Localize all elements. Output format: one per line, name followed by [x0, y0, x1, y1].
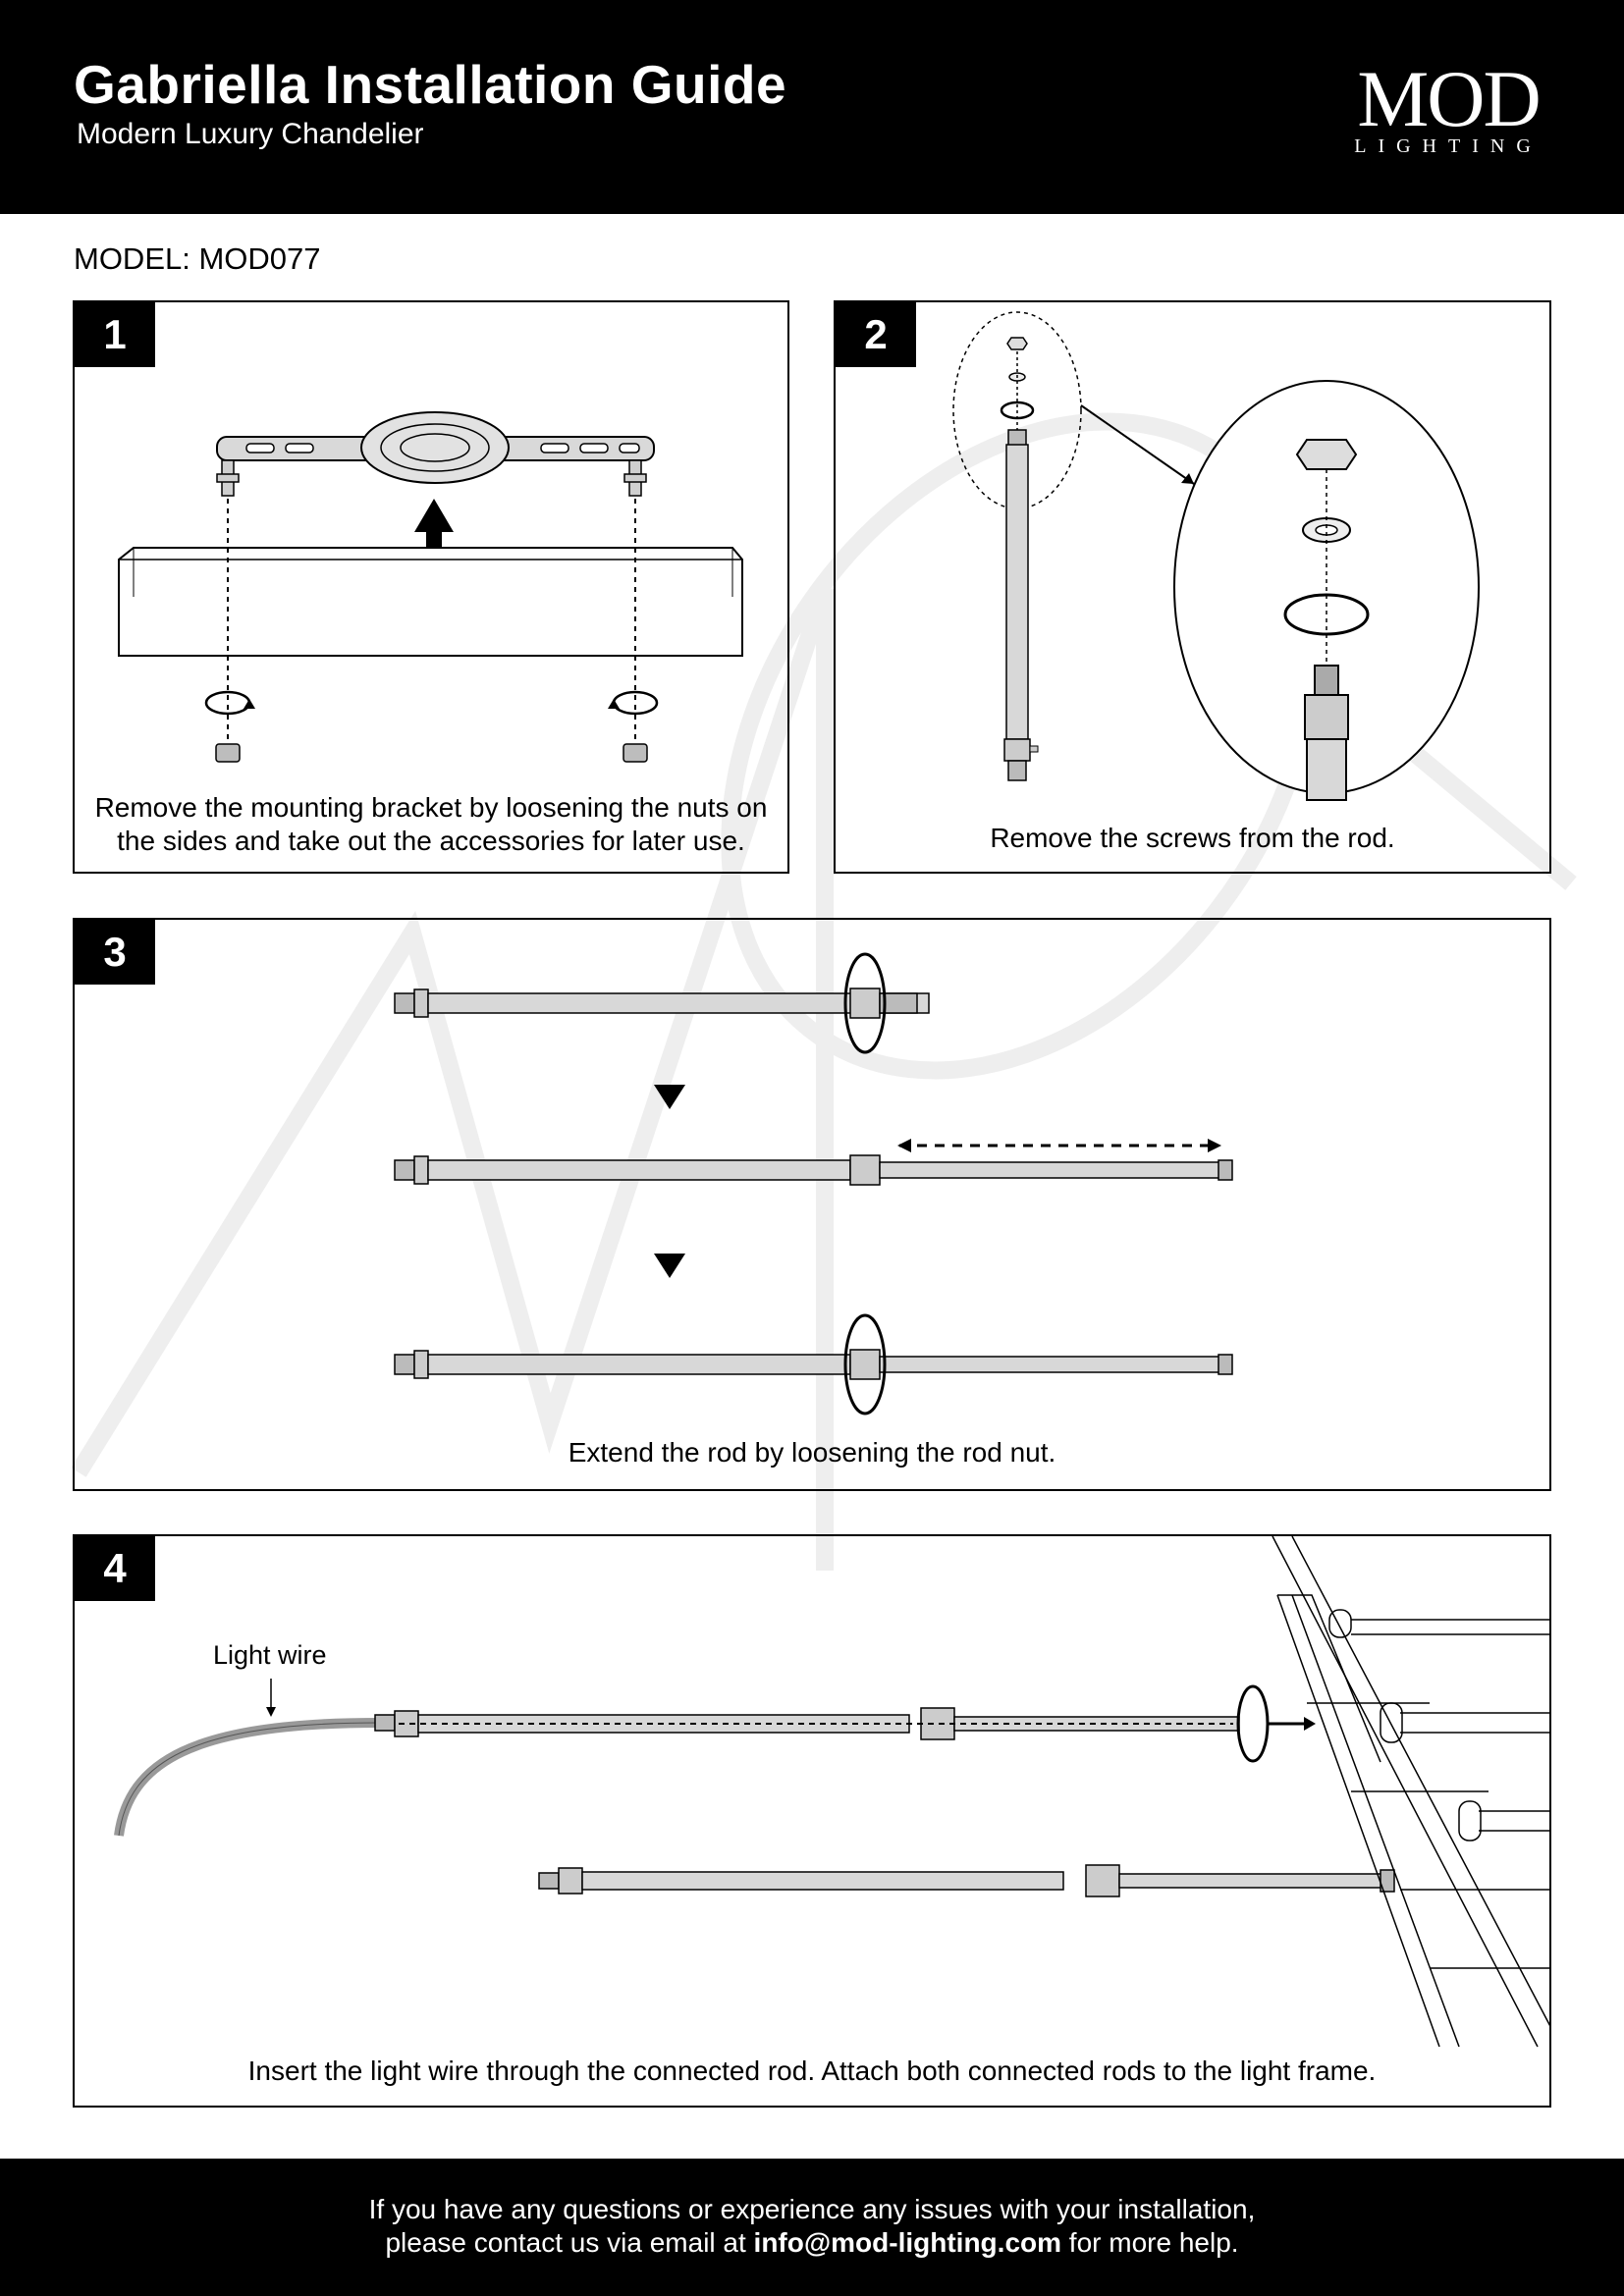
step-3-caption: Extend the rod by loosening the rod nut.: [568, 1437, 1056, 1468]
logo-sub-text: LIGHTING: [1354, 135, 1543, 157]
step-2-illustration: [952, 311, 1480, 801]
step-1-illustration: [118, 411, 743, 744]
step-1-caption: Remove the mounting bracket by loosening…: [94, 792, 768, 856]
rotate-arrow-icon: [843, 1313, 887, 1415]
page-title: Gabriella Installation Guide: [74, 54, 787, 115]
step-3-panel: 3: [73, 918, 1551, 1491]
footer-line-2: please contact us via email at info@mod-…: [385, 2227, 1239, 2258]
logo-main-text: MOD: [1357, 54, 1539, 143]
down-triangle-icon: [654, 1254, 685, 1278]
step-4-illustration: [114, 1536, 1549, 2048]
step-number: 3: [75, 920, 155, 985]
page-subtitle: Modern Luxury Chandelier: [77, 118, 424, 150]
down-triangle-icon: [654, 1085, 685, 1109]
page-footer: If you have any questions or experience …: [0, 2159, 1624, 2296]
step-4-panel: 4 Light wire: [73, 1534, 1551, 2108]
step-3-illustration: [394, 952, 1233, 1415]
rotate-arrow-icon: [204, 690, 659, 716]
rotate-arrow-icon: [1236, 1684, 1270, 1763]
rotate-arrow-icon: [843, 952, 887, 1054]
step-4-caption: Insert the light wire through the connec…: [247, 2056, 1377, 2086]
step-number: 1: [75, 302, 155, 367]
canopy: [118, 547, 743, 657]
step-2-panel: 2 Remove the screws from the rod.: [834, 300, 1551, 874]
support-email-link[interactable]: info@mod-lighting.com: [753, 2227, 1062, 2258]
footer-line-1: If you have any questions or experience …: [368, 2194, 1256, 2224]
nuts: [215, 743, 648, 763]
page-header: Gabriella Installation Guide Modern Luxu…: [0, 0, 1624, 214]
step-number: 4: [75, 1536, 155, 1601]
mod-lighting-logo: MOD LIGHTING: [1354, 54, 1543, 157]
step-number: 2: [836, 302, 916, 367]
model-number: MODEL: MOD077: [74, 241, 321, 276]
center-plate: [360, 411, 510, 484]
nut: [1295, 439, 1358, 470]
light-frame: [1272, 1536, 1549, 2048]
light-wire-label: Light wire: [213, 1640, 327, 1670]
step-1-panel: 1: [73, 300, 789, 874]
rod: [1005, 444, 1029, 740]
step-2-caption: Remove the screws from the rod.: [990, 823, 1395, 853]
light-wire: [114, 1718, 380, 1837]
